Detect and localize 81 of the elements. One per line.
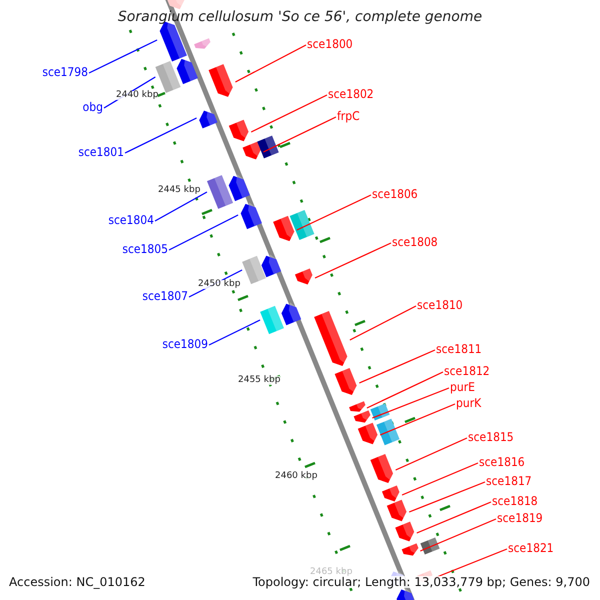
leader-line (359, 349, 436, 384)
leader-line (366, 371, 444, 409)
gene-label: sce1804 (108, 214, 154, 226)
gene-label: sce1819 (497, 512, 543, 524)
leader-line (88, 39, 158, 74)
leader-line (408, 481, 486, 513)
gene-label: sce1810 (417, 299, 463, 311)
scale-label: 2450 kbp (198, 280, 240, 289)
scale-label: 2445 kbp (158, 186, 200, 195)
leader-line (314, 242, 392, 279)
gene-label: sce1800 (307, 38, 353, 50)
leader-line (402, 462, 478, 496)
gene-block (370, 403, 390, 421)
gene-block (260, 306, 284, 334)
leader-line (250, 94, 328, 133)
gene-symbol (164, 0, 185, 10)
gene-label: frpC (337, 110, 360, 122)
title: Sorangium cellulosum 'So ce 56', complete genome (116, 10, 484, 24)
gene-symbol (382, 486, 400, 502)
gene-symbol (281, 302, 302, 326)
leader-line (420, 518, 496, 552)
gene-symbol (261, 254, 282, 278)
gene-label: purE (450, 381, 475, 393)
gene-symbol (370, 454, 394, 483)
leader-line (208, 319, 260, 346)
gene-symbol (199, 109, 218, 128)
leader-line (395, 437, 468, 471)
gene-label: sce1808 (392, 236, 438, 248)
leader-line (124, 117, 197, 154)
scale-label: 2440 kbp (116, 91, 158, 100)
gene-label: sce1806 (372, 188, 418, 200)
leader-line (168, 214, 238, 251)
leader-line (380, 403, 456, 436)
gene-block (257, 136, 279, 158)
leader-line (235, 44, 306, 83)
gene-label: sce1818 (492, 495, 538, 507)
gene-label: sce1815 (468, 431, 514, 443)
gene-label: sce1817 (486, 475, 532, 487)
scale-label: 2460 kbp (275, 472, 318, 481)
gene-block (290, 210, 314, 240)
gene-label: sce1802 (328, 88, 374, 100)
leader-line (372, 387, 450, 419)
gene-block (242, 256, 266, 284)
gene-symbol (228, 174, 250, 202)
gene-label: sce1821 (508, 542, 554, 554)
gene-label: sce1811 (436, 343, 482, 355)
leader-line (154, 191, 208, 222)
gene-label: sce1798 (42, 66, 88, 78)
gene-symbol (349, 401, 366, 412)
gene-symbol (354, 410, 370, 423)
gene-block (420, 537, 440, 555)
gene-label: purK (456, 397, 482, 409)
gene-symbol (314, 311, 348, 366)
gene-symbol (294, 268, 312, 284)
gene-symbol (334, 368, 357, 396)
gene-label: sce1807 (142, 290, 188, 302)
gene-block (206, 175, 234, 209)
gene-symbol (208, 64, 233, 97)
accession-note: Accession: NC_010162 (9, 576, 146, 588)
gene-label: sce1801 (78, 146, 124, 158)
gene-symbol (228, 120, 249, 142)
gene-label: obg (82, 101, 103, 113)
scale-label: 2455 kbp (238, 376, 280, 385)
leader-line (263, 116, 336, 153)
gene-block (376, 418, 400, 446)
gene-symbol (273, 216, 294, 242)
leader-line (350, 305, 416, 341)
gene-symbol (402, 543, 418, 556)
gene-label: sce1816 (479, 456, 525, 468)
gene-label: sce1809 (162, 338, 208, 350)
leader-line (416, 501, 492, 534)
gene-symbol (395, 522, 414, 542)
gene-symbol (176, 57, 198, 84)
leader-line (296, 194, 372, 231)
gene-symbol (242, 142, 261, 160)
gene-label: sce1812 (444, 365, 490, 377)
gene-symbol (396, 588, 414, 600)
gene-symbol (240, 202, 262, 230)
gene-symbol (386, 500, 407, 522)
gene-symbol (194, 38, 210, 49)
gene-label: sce1805 (122, 243, 168, 255)
